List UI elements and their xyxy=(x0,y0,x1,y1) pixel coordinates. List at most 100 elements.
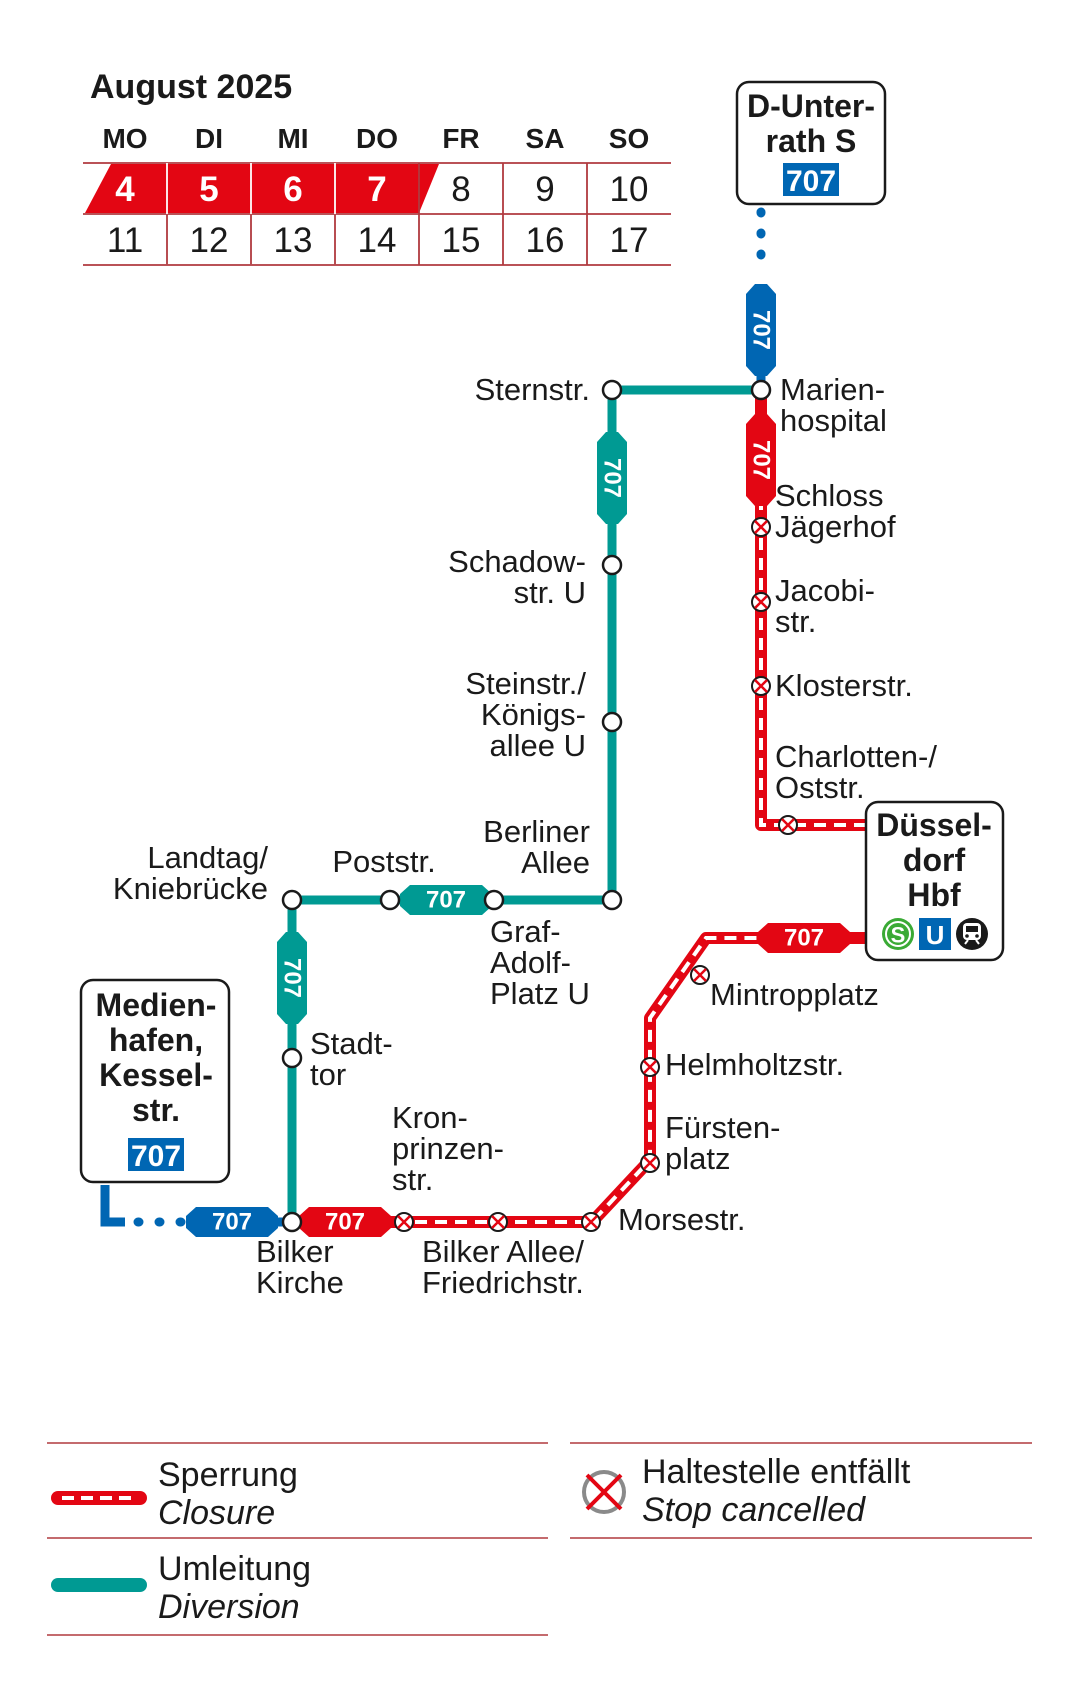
line-badge-north-blue: 707 xyxy=(746,284,776,376)
stop-label-kronprinzenstr: Kron-prinzen-str. xyxy=(392,1100,504,1197)
closure-line-south xyxy=(292,932,866,1228)
terminal-hbf-line-3: Hbf xyxy=(907,877,961,913)
terminal-north-line-2: rath S xyxy=(766,123,857,159)
stop-label-stadttor: Stadt-tor xyxy=(310,1026,393,1092)
stop-label-poststr: Poststr. xyxy=(332,844,435,879)
calendar-day-9: 9 xyxy=(535,170,554,209)
calendar-day-16: 16 xyxy=(526,221,565,260)
calendar-day-12: 12 xyxy=(190,221,229,260)
stop-label-schadowstr: Schadow-str. U xyxy=(448,544,586,610)
stop-label-fuerstenplatz: Fürsten-platz xyxy=(665,1110,780,1176)
svg-text:U: U xyxy=(926,920,945,950)
stop-label-marienhospital: Marien-hospital xyxy=(780,372,887,438)
calendar-day-17: 17 xyxy=(610,221,649,260)
legend-diversion: Umleitung Diversion xyxy=(51,1550,311,1626)
stop-marker-graf-adolf xyxy=(483,889,505,911)
stop-markers xyxy=(281,379,772,1233)
svg-text:D-Unter-rath S: D-Unter-rath S xyxy=(747,88,875,159)
calendar-day-11: 11 xyxy=(107,221,143,260)
svg-text:707: 707 xyxy=(599,458,626,498)
stop-marker-sternstr xyxy=(601,379,623,401)
terminal-north: D-Unter-rath S 707 xyxy=(735,80,887,206)
terminal-north-line-1: D-Unter- xyxy=(747,88,875,124)
stop-label-steinstr: Steinstr./Königs-allee U xyxy=(465,666,586,763)
stop-marker-marienhospital xyxy=(750,379,772,401)
weekday-di: DI xyxy=(195,123,223,154)
weekday-mo: MO xyxy=(102,123,147,154)
stop-label-landtag: Landtag/Kniebrücke xyxy=(113,840,268,906)
tram-icon xyxy=(956,918,988,950)
terminal-south-line-4: str. xyxy=(132,1092,180,1128)
s-bahn-icon: S xyxy=(882,918,914,950)
terminal-hbf-line-1: Düssel- xyxy=(876,807,992,843)
stop-label-klosterstr: Klosterstr. xyxy=(775,668,913,703)
calendar-day-15: 15 xyxy=(442,221,481,260)
terminal-south-line-2: hafen, xyxy=(109,1022,203,1058)
closure-days-highlight xyxy=(85,164,439,213)
svg-text:707: 707 xyxy=(748,440,775,480)
stop-label-mintropplatz: Mintropplatz xyxy=(710,977,879,1012)
line-badge-hbf-red: 707 xyxy=(758,923,850,953)
legend-cancelled-en: Stop cancelled xyxy=(642,1491,866,1529)
legend-diversion-en: Diversion xyxy=(158,1588,300,1626)
line-badge-diversion-west: 707 xyxy=(277,932,307,1024)
legend-closure: Sperrung Closure xyxy=(51,1456,298,1532)
line-badge-south-red: 707 xyxy=(299,1207,391,1237)
cancelled-stop-charlottenstr xyxy=(778,815,798,835)
svg-text:707: 707 xyxy=(212,1209,252,1236)
line-badge-south-blue: 707 xyxy=(186,1207,278,1237)
stop-marker-landtag xyxy=(281,889,303,911)
calendar-day-5: 5 xyxy=(199,170,218,209)
stop-label-bilker-allee: Bilker Allee/Friedrichstr. xyxy=(422,1234,584,1300)
calendar-day-4: 4 xyxy=(115,170,135,209)
stop-marker-steinstr xyxy=(601,711,623,733)
cancelled-stop-kronprinzenstr xyxy=(394,1212,414,1232)
svg-text:707: 707 xyxy=(325,1209,365,1236)
stop-label-helmholtzstr: Helmholtzstr. xyxy=(665,1047,844,1082)
stop-label-charlottenstr: Charlotten-/Oststr. xyxy=(775,739,937,805)
calendar-day-13: 13 xyxy=(274,221,313,260)
cancelled-stop-bilker-allee xyxy=(488,1212,508,1232)
svg-text:707: 707 xyxy=(784,925,824,952)
legend-diversion-de: Umleitung xyxy=(158,1550,311,1588)
weekday-do: DO xyxy=(356,123,398,154)
weekday-mi: MI xyxy=(277,123,308,154)
terminal-north-badge: 707 xyxy=(786,165,836,198)
cancelled-stop-icon xyxy=(582,1470,626,1514)
svg-text:Medien-hafen,Kessel-str.: Medien-hafen,Kessel-str. xyxy=(96,987,217,1128)
calendar-day-14: 14 xyxy=(358,221,397,260)
svg-text:707: 707 xyxy=(748,310,775,350)
cancelled-stop-morsestr xyxy=(581,1212,601,1232)
stop-marker-stadttor xyxy=(281,1047,303,1069)
cancelled-stop-helmholtzstr xyxy=(640,1057,660,1077)
cancelled-stop-jacobistr xyxy=(751,592,771,612)
legend: Sperrung Closure Umleitung Diversion Hal… xyxy=(47,1442,1032,1636)
legend-cancelled-de: Haltestelle entfällt xyxy=(642,1453,911,1491)
svg-text:707: 707 xyxy=(426,887,466,914)
u-bahn-icon: U xyxy=(919,918,951,950)
calendar-day-6: 6 xyxy=(283,170,302,209)
terminal-south: Medien-hafen,Kessel-str. 707 xyxy=(79,978,231,1184)
diversion-line xyxy=(287,385,761,1222)
terminal-south-badge: 707 xyxy=(131,1140,181,1173)
calendar-day-10: 10 xyxy=(610,170,649,209)
cancelled-stop-mintropplatz xyxy=(690,965,710,985)
stop-marker-bilker-kirche xyxy=(281,1211,303,1233)
terminal-hbf-line-2: dorf xyxy=(903,842,966,878)
stop-label-morsestr: Morsestr. xyxy=(618,1202,745,1237)
cancelled-stop-fuerstenplatz xyxy=(640,1153,660,1173)
weekday-so: SO xyxy=(609,123,649,154)
weekday-sa: SA xyxy=(526,123,565,154)
cancelled-stop-schloss-jaegerhof xyxy=(751,517,771,537)
stop-marker-berliner-allee xyxy=(601,889,623,911)
stop-label-jacobistr: Jacobi-str. xyxy=(775,573,875,639)
stop-label-graf-adolf: Graf-Adolf-Platz U xyxy=(490,914,590,1011)
calendar-day-7: 7 xyxy=(367,170,386,209)
